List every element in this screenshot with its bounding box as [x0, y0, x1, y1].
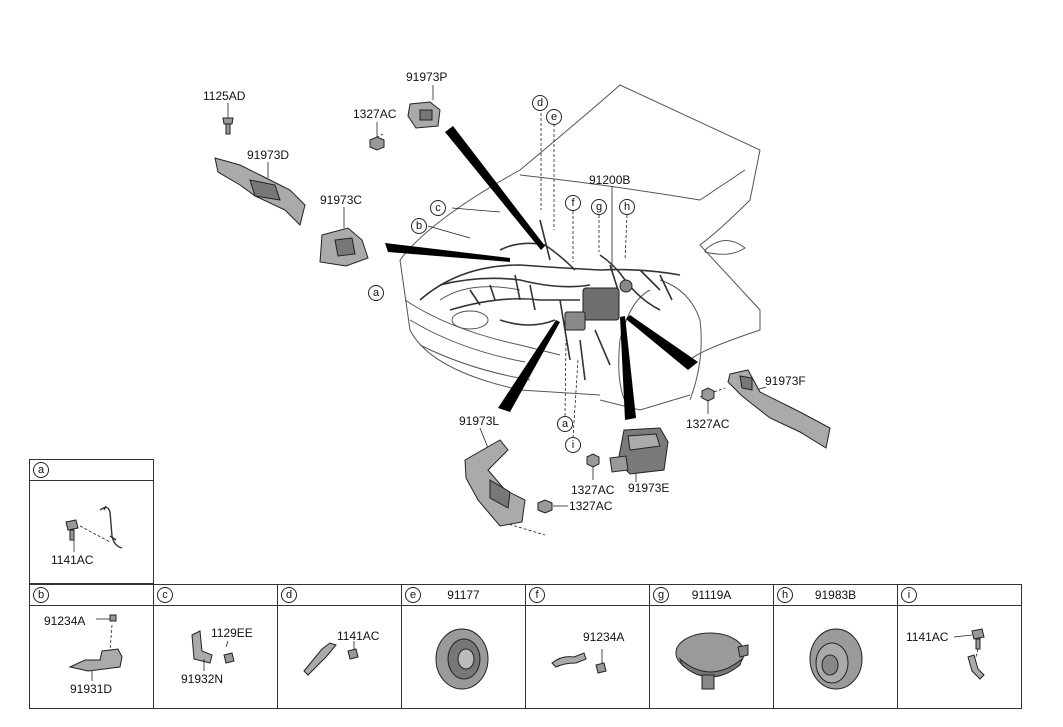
- detail-c-part-1: 1129EE: [211, 626, 253, 640]
- detail-c-part-2: 91932N: [181, 672, 224, 686]
- detail-b-part-1: 91234A: [44, 614, 86, 628]
- detail-b: b 91234A 91931D: [29, 584, 154, 709]
- detail-b-drawing: [68, 614, 123, 681]
- detail-h-drawing: [809, 628, 863, 690]
- callout-b: b: [411, 218, 427, 234]
- callout-d: d: [532, 95, 548, 111]
- label-91973L: 91973L: [459, 414, 500, 428]
- part-91973E: [609, 427, 669, 475]
- detail-f-header: f: [526, 585, 649, 606]
- nut-1327AC-top: [369, 136, 385, 151]
- bolt-1125AD: [222, 117, 234, 135]
- detail-a-letter: a: [33, 462, 49, 478]
- label-91973C: 91973C: [320, 193, 363, 207]
- detail-i-letter: i: [901, 587, 917, 603]
- detail-i-part-1: 1141AC: [906, 630, 949, 644]
- detail-f: f 91234A: [525, 584, 650, 709]
- detail-f-drawing: [551, 649, 607, 674]
- label-1327AC-top: 1327AC: [353, 107, 397, 121]
- detail-c: c 1129EE 91932N: [153, 584, 278, 709]
- part-91973C: [319, 227, 369, 267]
- vehicle-outline: [399, 84, 761, 411]
- part-91973D: [214, 157, 306, 226]
- fasteners: [222, 117, 715, 514]
- label-1327AC-center: 1327AC: [571, 483, 615, 497]
- detail-d: d 1141AC: [277, 584, 402, 709]
- detail-b-part-2: 91931D: [70, 682, 113, 696]
- callout-e: e: [546, 109, 562, 125]
- label-91973D: 91973D: [247, 148, 290, 162]
- detail-i: i 1141AC: [897, 584, 1022, 709]
- label-91973F: 91973F: [765, 374, 806, 388]
- detail-e-letter: e: [405, 587, 421, 603]
- detail-d-drawing: [303, 641, 359, 676]
- label-1125AD: 1125AD: [203, 89, 246, 103]
- detail-h-header: h 91983B: [774, 585, 897, 606]
- detail-a-drawing: [65, 505, 123, 552]
- part-91973F: [727, 369, 831, 449]
- leader-lines: [227, 85, 767, 536]
- label-91973E: 91973E: [628, 481, 670, 495]
- callout-a-bottom: a: [557, 416, 573, 432]
- label-91973P: 91973P: [406, 70, 448, 84]
- callout-g: g: [591, 199, 607, 215]
- detail-a: a 1141AC: [29, 459, 154, 584]
- wiring-harness: [419, 219, 681, 381]
- detail-e-header: e 91177: [402, 585, 525, 606]
- detail-a-part: 1141AC: [51, 553, 94, 567]
- detail-f-letter: f: [529, 587, 545, 603]
- detail-i-drawing: [953, 628, 985, 680]
- detail-g-header: g 91119A: [650, 585, 773, 606]
- callout-f: f: [565, 195, 581, 211]
- part-91973L: [464, 439, 526, 527]
- detail-g-title: 91119A: [691, 588, 732, 602]
- nut-1327AC-bottom: [537, 499, 553, 514]
- detail-a-header: a: [30, 460, 153, 481]
- nut-1327AC-center: [586, 453, 600, 468]
- detail-h-title: 91983B: [814, 588, 857, 602]
- label-91200B: 91200B: [589, 173, 631, 187]
- detail-g-letter: g: [653, 587, 669, 603]
- detail-d-part-1: 1141AC: [337, 629, 380, 643]
- detail-c-header: c: [154, 585, 277, 606]
- part-91973P: [407, 101, 441, 129]
- pointer-wedges: [385, 126, 698, 420]
- detail-e-drawing: [435, 628, 489, 690]
- detail-c-drawing: [191, 630, 235, 671]
- callout-i: i: [565, 437, 581, 453]
- detail-g: g 91119A: [649, 584, 774, 709]
- detail-g-drawing: [675, 632, 749, 690]
- detail-f-part-1: 91234A: [583, 630, 625, 644]
- callout-h: h: [619, 199, 635, 215]
- junction-box: [564, 279, 633, 331]
- callout-c: c: [430, 200, 446, 216]
- detail-b-letter: b: [33, 587, 49, 603]
- detail-b-header: b: [30, 585, 153, 606]
- label-1327AC-right: 1327AC: [686, 417, 730, 431]
- detail-c-letter: c: [157, 587, 173, 603]
- nut-1327AC-right: [701, 387, 715, 402]
- detail-e-title: 91177: [447, 588, 480, 602]
- detail-e: e 91177: [401, 584, 526, 709]
- detail-d-letter: d: [281, 587, 297, 603]
- label-1327AC-bottom: 1327AC: [569, 499, 613, 513]
- detail-h-letter: h: [777, 587, 793, 603]
- detail-h: h 91983B: [773, 584, 898, 709]
- detail-d-header: d: [278, 585, 401, 606]
- detail-i-header: i: [898, 585, 1021, 606]
- callout-a-left: a: [368, 285, 384, 301]
